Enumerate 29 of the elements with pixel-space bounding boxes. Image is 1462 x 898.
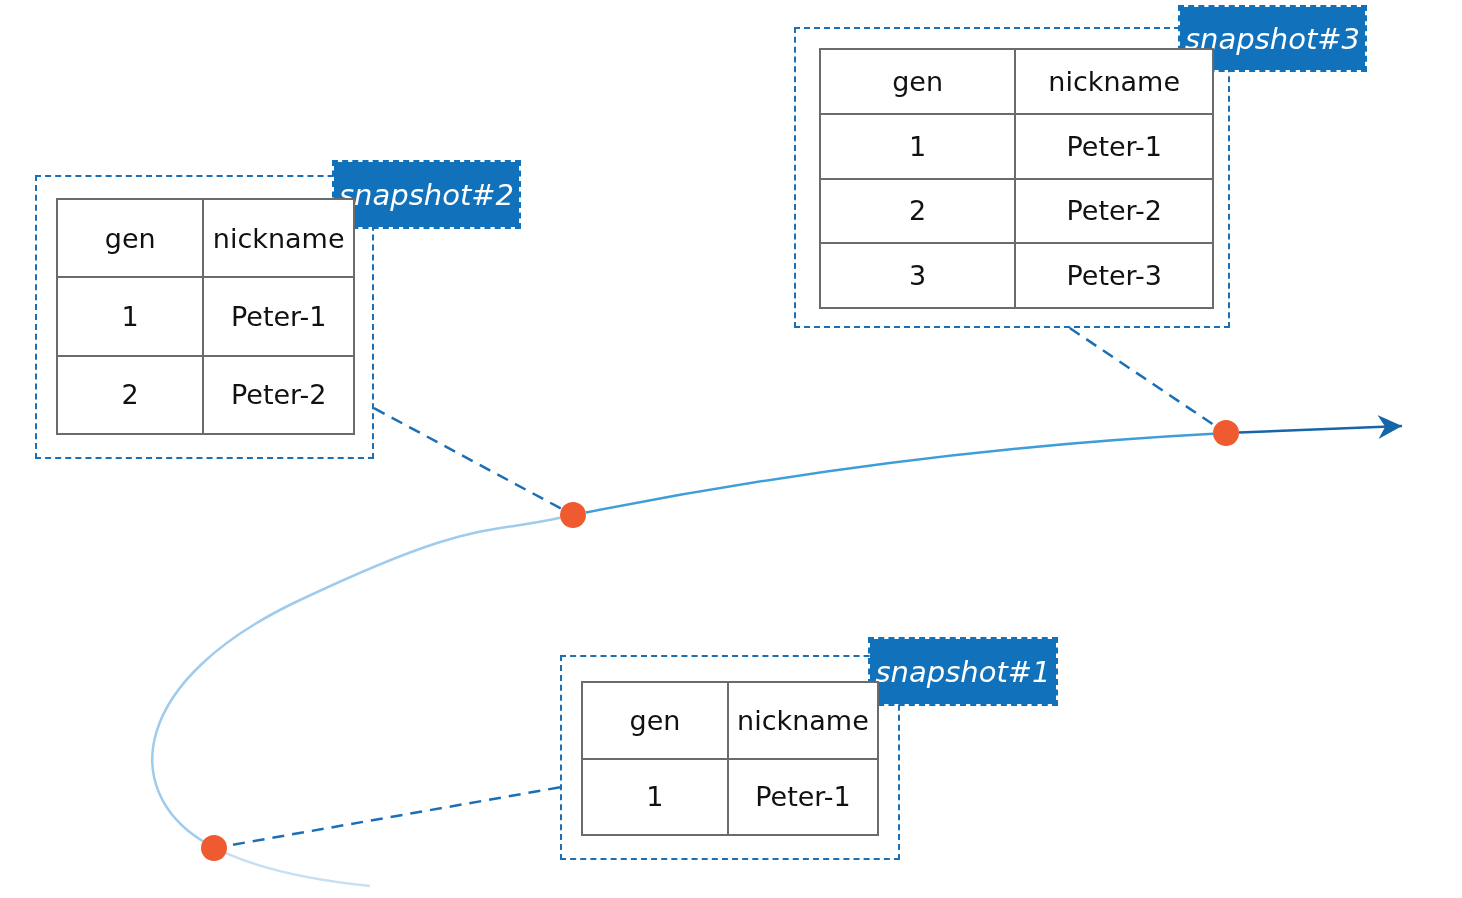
- timeline-arrow: [1238, 414, 1403, 439]
- snapshot-tag: snapshot#1: [870, 639, 1056, 704]
- leader-line: [373, 407, 563, 510]
- column-header: nickname: [727, 682, 878, 759]
- table-cell: 2: [57, 355, 204, 434]
- table-cell: 1: [57, 277, 204, 356]
- timeline-curve: [225, 852, 371, 888]
- timeline-dot: [201, 835, 227, 861]
- column-header: nickname: [203, 199, 354, 278]
- table-cell: Peter-1: [727, 758, 878, 835]
- table-cell: 1: [582, 758, 728, 835]
- table-cell: 3: [820, 243, 1016, 308]
- timeline-curve: [151, 516, 561, 843]
- column-header: nickname: [1015, 49, 1213, 114]
- timeline-curve: [585, 432, 1214, 514]
- table-cell: 1: [820, 113, 1016, 179]
- table-cell: 2: [820, 178, 1016, 244]
- table-cell: Peter-1: [1015, 113, 1213, 179]
- column-header: gen: [57, 199, 204, 278]
- table-cell: Peter-2: [203, 355, 354, 434]
- timeline-dot: [1213, 420, 1239, 446]
- table-cell: Peter-3: [1015, 243, 1213, 308]
- leader-line: [1069, 326, 1216, 427]
- table-cell: Peter-2: [1015, 178, 1213, 244]
- table-cell: Peter-1: [203, 277, 354, 356]
- timeline-dot: [560, 502, 586, 528]
- column-header: gen: [582, 682, 728, 759]
- column-header: gen: [820, 49, 1016, 114]
- snapshot-tag: snapshot#3: [1180, 7, 1365, 70]
